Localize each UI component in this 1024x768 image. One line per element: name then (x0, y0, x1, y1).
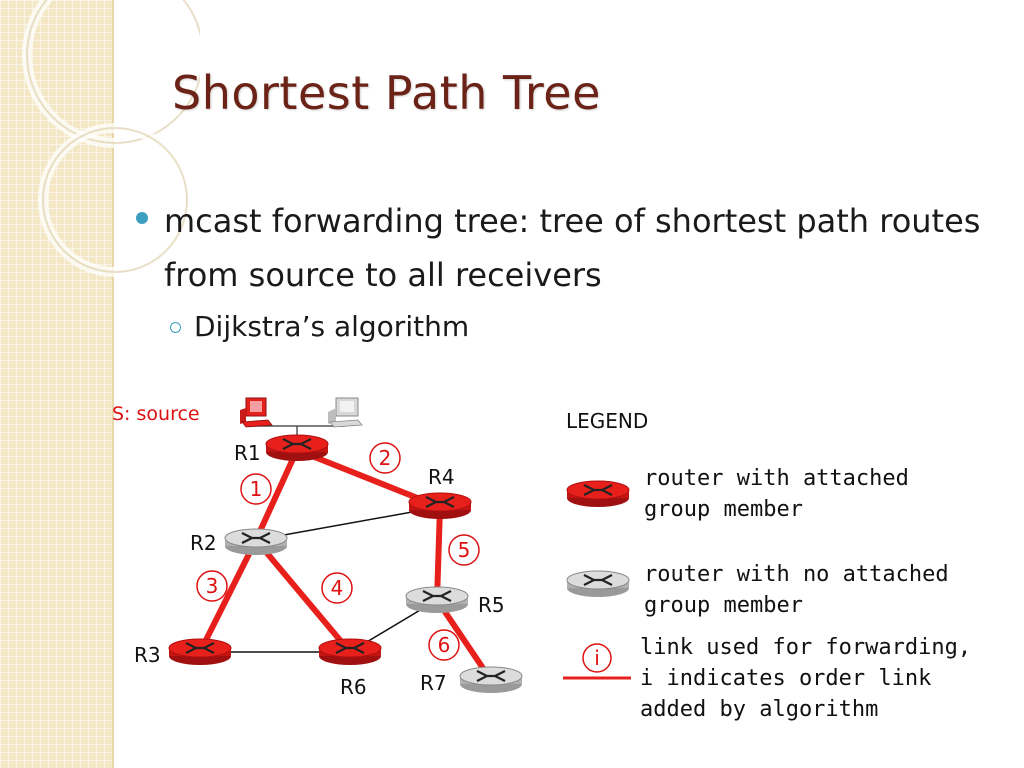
bullet-text: mcast forwarding tree: tree of shortest … (164, 202, 981, 294)
order-marker-6: 6 (428, 629, 460, 661)
forward-link-r1-r2 (253, 448, 300, 542)
order-number: 1 (250, 477, 263, 501)
legend-nomember-line1: router with no attached (644, 562, 949, 587)
legend-nomember-line2: group member (644, 593, 803, 618)
decorative-circles (22, 0, 200, 277)
order-marker-5: 5 (448, 534, 480, 566)
router-r1-icon (264, 433, 330, 463)
legend-link-line1: link used for forwarding, (640, 635, 971, 660)
router-r6-icon (317, 637, 383, 667)
router-r3-label: R3 (134, 643, 161, 667)
order-marker-2: 2 (369, 442, 401, 474)
router-r6-label: R6 (340, 675, 367, 699)
forward-link-r2-r3 (197, 538, 259, 654)
sub-bullet-text: Dijkstra’s algorithm (194, 310, 470, 343)
router-r4-icon (407, 491, 473, 521)
legend-member-line2: group member (644, 497, 803, 522)
router-r1-label: R1 (234, 441, 261, 465)
order-number: 5 (458, 538, 471, 562)
order-number: 6 (438, 633, 451, 657)
legend-link-symbol: i (594, 646, 600, 670)
order-marker-3: 3 (196, 570, 228, 602)
order-number: 2 (379, 446, 392, 470)
router-r2-label: R2 (190, 531, 217, 555)
legend-member-router-icon (565, 479, 631, 509)
router-r3-icon (167, 637, 233, 667)
router-r4-label: R4 (428, 465, 455, 489)
legend-nomember-router-icon (565, 569, 631, 599)
order-marker-4: 4 (321, 572, 353, 604)
legend-member-line1: router with attached (644, 466, 909, 491)
router-r7-label: R7 (420, 671, 447, 695)
forward-link-r5-r7 (434, 598, 494, 682)
legend-order-marker (582, 643, 612, 673)
legend-link-line2: i indicates order link (640, 666, 931, 691)
sub-bullet-marker (170, 322, 181, 333)
order-number: 3 (206, 574, 219, 598)
router-r2-icon (223, 527, 289, 557)
link-r2-r4 (255, 506, 441, 541)
router-r5-label: R5 (478, 593, 505, 617)
legend-link-line3: added by algorithm (640, 697, 878, 722)
decorative-divider (112, 0, 114, 768)
legend-title: LEGEND (566, 409, 648, 433)
source-label: S: source (112, 403, 200, 425)
host-computer-icon (328, 397, 363, 428)
page-title: Shortest Path Tree (172, 66, 601, 120)
router-r7-icon (458, 665, 524, 695)
source-computer-icon (240, 397, 273, 428)
order-number: 4 (331, 576, 344, 600)
router-r5-icon (404, 585, 470, 615)
forward-link-r2-r6 (253, 538, 353, 654)
bullet-marker (136, 212, 148, 224)
forward-link-r4-r5 (434, 506, 443, 601)
order-marker-1: 1 (240, 473, 272, 505)
